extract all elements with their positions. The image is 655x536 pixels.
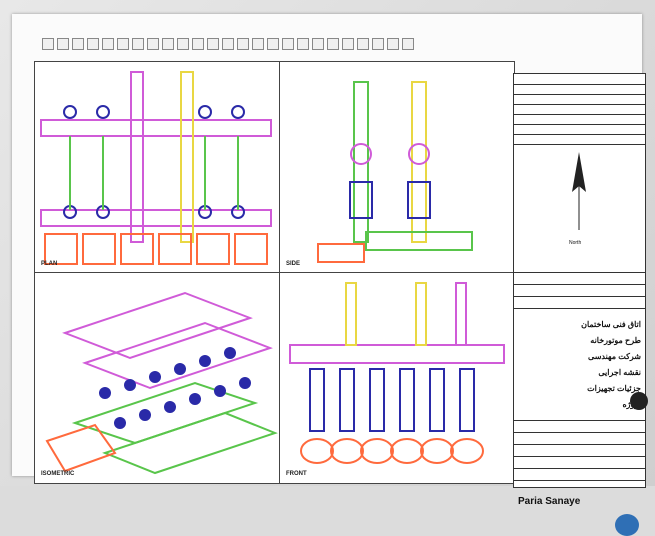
toolbar-icon-14[interactable] [237, 38, 249, 50]
toolbar-icon-24[interactable] [387, 38, 399, 50]
toolbar-icon-10[interactable] [177, 38, 189, 50]
drawing-sheet: PLAN SIDE [12, 14, 648, 536]
stamp-mark [630, 392, 648, 410]
north-label: North [569, 240, 582, 246]
toolbar-icon-15[interactable] [252, 38, 264, 50]
toolbar-icon-11[interactable] [192, 38, 204, 50]
view-label-plan: PLAN [41, 261, 58, 267]
company-name: Paria Sanaye [518, 496, 581, 507]
view-label-front: FRONT [286, 471, 307, 477]
toolbar-icon-6[interactable] [117, 38, 129, 50]
title-line-4: نقشه اجرایی [598, 368, 641, 377]
tb-row-8 [514, 272, 645, 273]
tb-row-14 [514, 444, 645, 445]
tb-row-17 [514, 480, 645, 481]
toolbar-icon-16[interactable] [267, 38, 279, 50]
tb-row-2 [514, 94, 645, 95]
toolbar-icon-19[interactable] [312, 38, 324, 50]
tb-row-4 [514, 114, 645, 115]
toolbar-icon-9[interactable] [162, 38, 174, 50]
title-line-3: شرکت مهندسی [588, 352, 641, 361]
tb-row-13 [514, 432, 645, 433]
view-label-side: SIDE [286, 261, 301, 267]
toolbar-icon-8[interactable] [147, 38, 159, 50]
tb-row-11 [514, 308, 645, 309]
view-side: SIDE [279, 61, 515, 274]
toolbar-icon-25[interactable] [402, 38, 414, 50]
toolbar-icon-20[interactable] [327, 38, 339, 50]
title-line-5: جزئیات تجهیزات [587, 384, 641, 393]
north-arrow [572, 152, 586, 230]
view-front: FRONT [279, 272, 515, 484]
company-logo-icon [615, 514, 639, 536]
tb-row-3 [514, 104, 645, 105]
toolbar-icon-4[interactable] [87, 38, 99, 50]
toolbar-icon-23[interactable] [372, 38, 384, 50]
cad-toolbar [42, 36, 414, 52]
tb-row-7 [514, 144, 645, 145]
view-plan: PLAN [34, 61, 281, 274]
tb-row-12 [514, 420, 645, 421]
toolbar-icon-7[interactable] [132, 38, 144, 50]
toolbar-icon-5[interactable] [102, 38, 114, 50]
toolbar-icon-18[interactable] [297, 38, 309, 50]
tb-row-10 [514, 296, 645, 297]
view-isometric: ISOMETRIC [34, 272, 281, 484]
tb-row-1 [514, 84, 645, 85]
title-line-1: اتاق فنی ساختمان [581, 320, 641, 329]
toolbar-icon-22[interactable] [357, 38, 369, 50]
toolbar-icon-3[interactable] [72, 38, 84, 50]
tb-row-5 [514, 124, 645, 125]
toolbar-icon-21[interactable] [342, 38, 354, 50]
tb-row-15 [514, 456, 645, 457]
tb-row-6 [514, 134, 645, 135]
title-block: North اتاق فنی ساختمان طرح موتورخانه شرک… [513, 73, 648, 536]
toolbar-icon-1[interactable] [42, 38, 54, 50]
tb-row-9 [514, 284, 645, 285]
title-line-2: طرح موتورخانه [590, 336, 641, 345]
toolbar-icon-12[interactable] [207, 38, 219, 50]
toolbar-icon-17[interactable] [282, 38, 294, 50]
tb-row-16 [514, 468, 645, 469]
toolbar-icon-13[interactable] [222, 38, 234, 50]
toolbar-icon-2[interactable] [57, 38, 69, 50]
view-label-isometric: ISOMETRIC [41, 471, 75, 477]
